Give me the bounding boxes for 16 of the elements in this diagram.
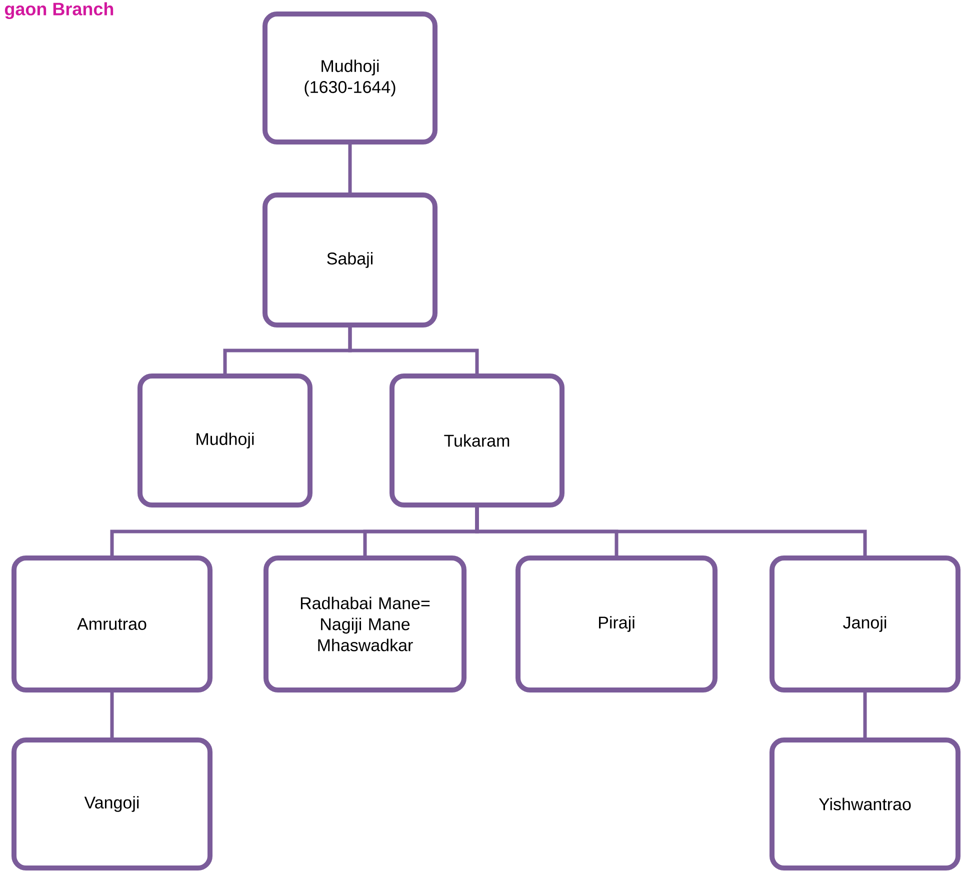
person-box: Piraji [516,556,718,692]
connector-line [348,144,352,192]
person-box: Radhabai Mane= Nagiji Mane Mhaswadkar [264,556,466,692]
connector-line [110,692,114,738]
person-box: Mudhoji [138,374,312,508]
person-box: Amrutrao [12,556,212,692]
person-box: Tukaram [390,374,564,508]
person-box: Mudhoji (1630-1644) [262,12,438,144]
connector-line [863,692,867,738]
title: gaon Branch [4,2,114,20]
person-box: Yishwantrao [770,738,961,870]
person-box: Sabaji [262,192,438,328]
person-box: Janoji [770,556,961,692]
person-box: Vangoji [12,738,212,870]
connector-line [348,328,479,374]
connector-line [475,508,867,556]
